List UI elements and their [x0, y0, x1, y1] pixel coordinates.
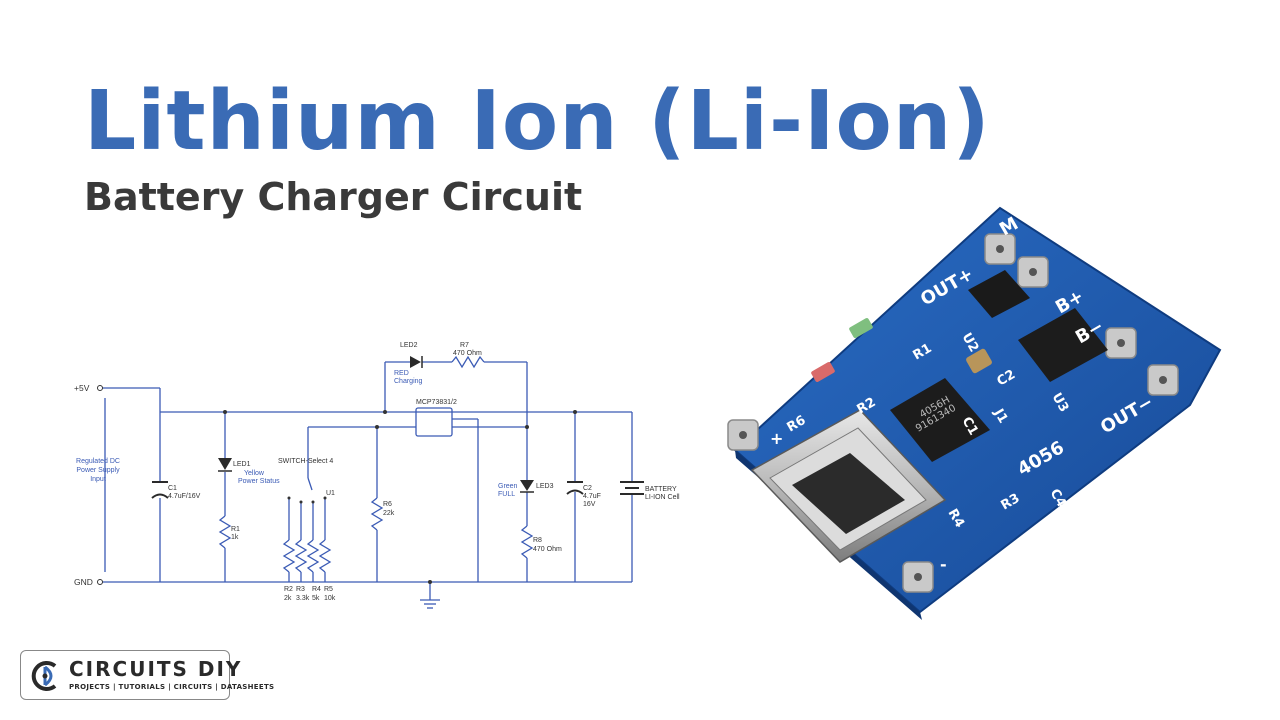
led2-name: LED2	[400, 342, 418, 349]
label-gnd: GND	[74, 577, 93, 587]
label-vplus: +5V	[74, 383, 90, 393]
input-label-3: Input	[90, 476, 106, 483]
label-plus: +	[770, 429, 783, 448]
led1-name: LED1	[233, 461, 251, 468]
switch-label: SWITCH-Select 4	[278, 458, 333, 465]
input-label-1: Regulated DC	[76, 458, 120, 465]
r3-name: R3	[296, 586, 305, 593]
led-red	[811, 362, 835, 382]
r5-name: R5	[324, 586, 333, 593]
r1-value: 1k	[231, 534, 239, 541]
r8-value: 470 Ohm	[533, 546, 562, 553]
ic-label: MCP73831/2	[416, 399, 457, 406]
capacitor-c1-part	[966, 348, 992, 374]
r6-name: R6	[383, 501, 392, 508]
led1-symbol	[218, 458, 232, 472]
c2-name: C2	[583, 485, 592, 492]
r8-name: R8	[533, 537, 542, 544]
logo-name: CIRCUITS DIY	[69, 657, 243, 681]
led2-symbol	[410, 356, 423, 368]
c1-value: 4.7uF/16V	[168, 493, 201, 500]
page-title: Lithium Ion (Li-Ion)	[84, 74, 991, 169]
circuits-diy-logo[interactable]: CIRCUITS DIY PROJECTS | TUTORIALS | CIRC…	[20, 650, 274, 700]
logo-tagline: PROJECTS | TUTORIALS | CIRCUITS | DATASH…	[69, 683, 275, 691]
led1-desc-1: Yellow	[244, 470, 265, 477]
r7-value: 470 Ohm	[453, 350, 482, 357]
capacitor-c1	[151, 481, 169, 499]
r6-value: 22k	[383, 510, 395, 517]
page-subtitle: Battery Charger Circuit	[84, 175, 583, 219]
led2-desc-2: Charging	[394, 378, 423, 385]
chip-8205	[1018, 308, 1108, 382]
circuit-schematic: +5V GND Regulated DC Power Supply Input …	[74, 342, 680, 609]
logo-icon	[31, 661, 57, 691]
led1-desc-2: Power Status	[238, 478, 280, 485]
led3-desc-1: Green	[498, 483, 518, 490]
usb-c-connector	[750, 409, 947, 563]
r2-name: R2	[284, 586, 293, 593]
r1-name: R1	[231, 526, 240, 533]
tp4056-module: 4056H 9161340 M OUT+ B+ B− OUT− 4056 + -…	[727, 206, 1222, 620]
led3-symbol	[520, 480, 534, 493]
label-minus: -	[940, 555, 947, 574]
r5-value: 10k	[324, 595, 336, 602]
r3-value: 3.3k	[296, 595, 310, 602]
capacitor-c2	[566, 481, 584, 495]
battery-symbol	[620, 481, 644, 495]
c1-name: C1	[168, 485, 177, 492]
r4-name: R4	[312, 586, 321, 593]
input-label-2: Power Supply	[76, 467, 120, 474]
r7-name: R7	[460, 342, 469, 349]
battery-label-1: BATTERY	[645, 486, 677, 493]
r2-value: 2k	[284, 595, 292, 602]
led3-desc-2: FULL	[498, 491, 515, 498]
c2-value-2: 16V	[583, 501, 596, 508]
led3-name: LED3	[536, 483, 554, 490]
chip-dw01	[968, 270, 1030, 318]
r4-value: 5k	[312, 595, 320, 602]
battery-label-2: LI-ION Cell	[645, 494, 680, 501]
c2-value-1: 4.7uF	[583, 493, 601, 500]
led2-desc-1: RED	[394, 370, 409, 377]
led-green	[849, 318, 873, 338]
label-j1: J1	[990, 406, 1010, 426]
chip-tp4056: 4056H 9161340	[890, 378, 990, 462]
u1-label: U1	[326, 490, 335, 497]
